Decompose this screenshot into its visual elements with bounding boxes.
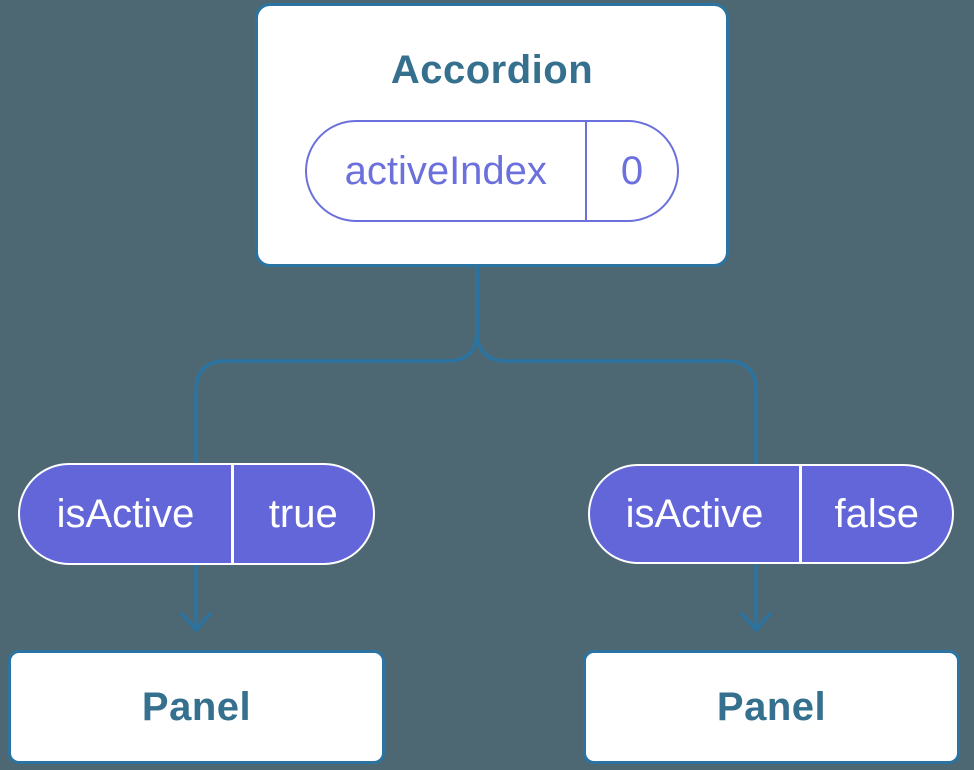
arrow-down-icon xyxy=(180,612,212,632)
prop-name: isActive xyxy=(625,491,764,536)
panel-label: Panel xyxy=(141,684,252,729)
prop-value: 0 xyxy=(620,148,644,193)
branch-line-left xyxy=(194,265,479,629)
pill-divider xyxy=(584,122,587,220)
pill-divider xyxy=(799,466,802,562)
isactive-pill-false: isActive false xyxy=(588,464,954,564)
prop-name: isActive xyxy=(56,491,195,536)
accordion-card: Accordion activeIndex 0 xyxy=(255,3,729,267)
accordion-title: Accordion xyxy=(390,48,594,92)
arrow-down-icon xyxy=(740,612,772,632)
pill-divider xyxy=(231,465,234,563)
isactive-pill-true: isActive true xyxy=(18,463,375,565)
accordion-prop-pill: activeIndex 0 xyxy=(305,120,679,222)
prop-name: activeIndex xyxy=(344,148,547,193)
branch-line-right xyxy=(475,265,758,629)
prop-value: false xyxy=(834,491,920,536)
panel-card-right: Panel xyxy=(583,650,960,764)
prop-value: true xyxy=(268,491,338,536)
panel-card-left: Panel xyxy=(8,650,385,764)
panel-label: Panel xyxy=(716,684,827,729)
